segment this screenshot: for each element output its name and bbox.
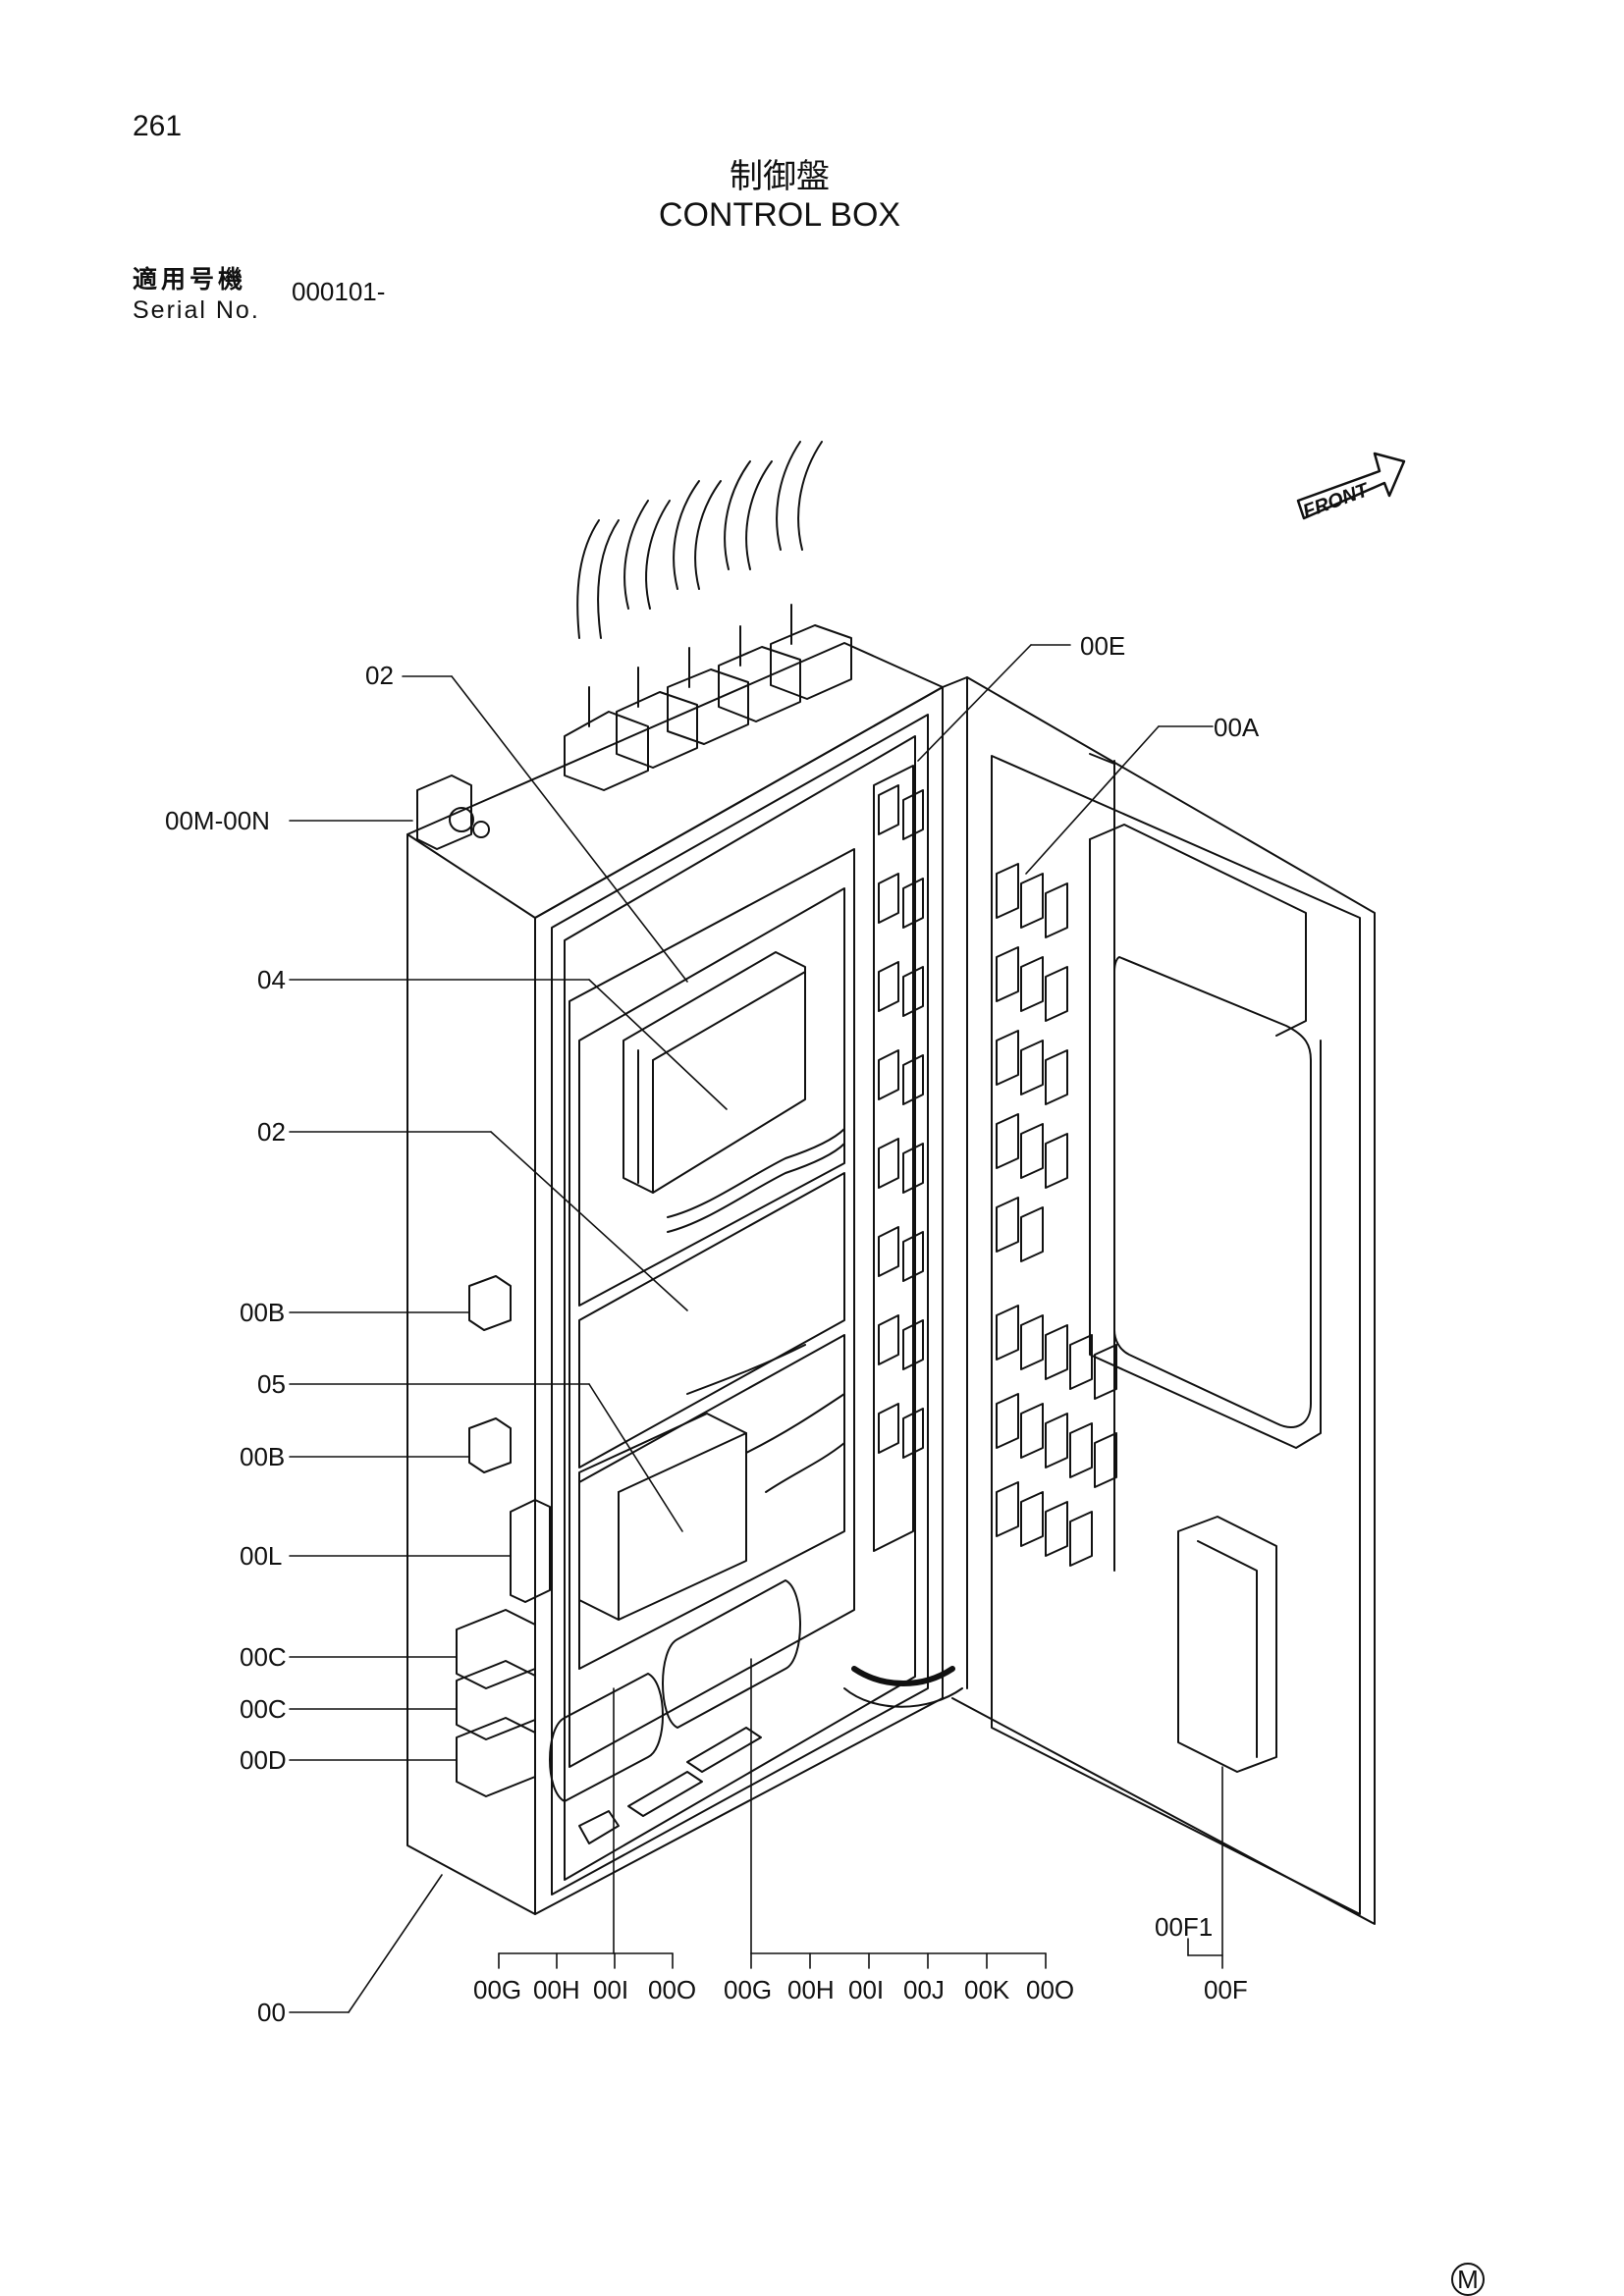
group1-code-00H: 00H xyxy=(533,1975,580,2004)
callout-05: 05 xyxy=(257,1369,286,1399)
group2-code-00J: 00J xyxy=(903,1975,945,2004)
side-components xyxy=(417,775,550,1796)
callout-02-top: 02 xyxy=(365,661,394,690)
page-mark-m: M xyxy=(1451,2263,1485,2296)
group2-code-00G: 00G xyxy=(724,1975,773,2004)
callout-00C-upper: 00C xyxy=(240,1642,287,1672)
group1-code-00I: 00I xyxy=(593,1975,629,2004)
callout-02-middle: 02 xyxy=(257,1117,286,1147)
group2-code-00H: 00H xyxy=(787,1975,835,2004)
callout-00D: 00D xyxy=(240,1745,287,1775)
callout-00C-lower: 00C xyxy=(240,1694,287,1724)
group2-code-00O: 00O xyxy=(1026,1975,1075,2004)
callout-00E: 00E xyxy=(1080,631,1126,661)
serial-label-japanese: 適用号機 xyxy=(133,265,247,294)
callout-00: 00 xyxy=(257,1998,286,2027)
callout-00M-00N: 00M-00N xyxy=(165,806,270,835)
top-cables xyxy=(565,442,851,790)
callout-00B-lower: 00B xyxy=(240,1442,286,1471)
title-japanese: 制御盤 xyxy=(730,157,830,196)
callout-00L: 00L xyxy=(240,1541,283,1571)
callout-00F: 00F xyxy=(1204,1975,1248,2004)
callout-00F1: 00F1 xyxy=(1155,1912,1214,1942)
relay-column-cabinet xyxy=(874,766,923,1551)
group2-code-00I: 00I xyxy=(848,1975,885,2004)
relay-array-door xyxy=(997,864,1116,1566)
group1-code-00G: 00G xyxy=(473,1975,522,2004)
callout-00B-upper: 00B xyxy=(240,1298,286,1327)
cabinet-body xyxy=(407,643,962,1914)
serial-number-value: 000101- xyxy=(292,277,386,306)
callout-04: 04 xyxy=(257,965,286,994)
title-english: CONTROL BOX xyxy=(658,196,901,234)
leader-lines xyxy=(290,645,1222,2012)
cabinet-door xyxy=(943,677,1375,1924)
serial-label-english: Serial No. xyxy=(133,296,260,324)
group2-code-00K: 00K xyxy=(964,1975,1010,2004)
front-arrow-icon: FRONT xyxy=(1298,454,1404,523)
callout-00A: 00A xyxy=(1214,713,1260,742)
group1-code-00O: 00O xyxy=(648,1975,697,2004)
page-number: 261 xyxy=(133,110,183,142)
